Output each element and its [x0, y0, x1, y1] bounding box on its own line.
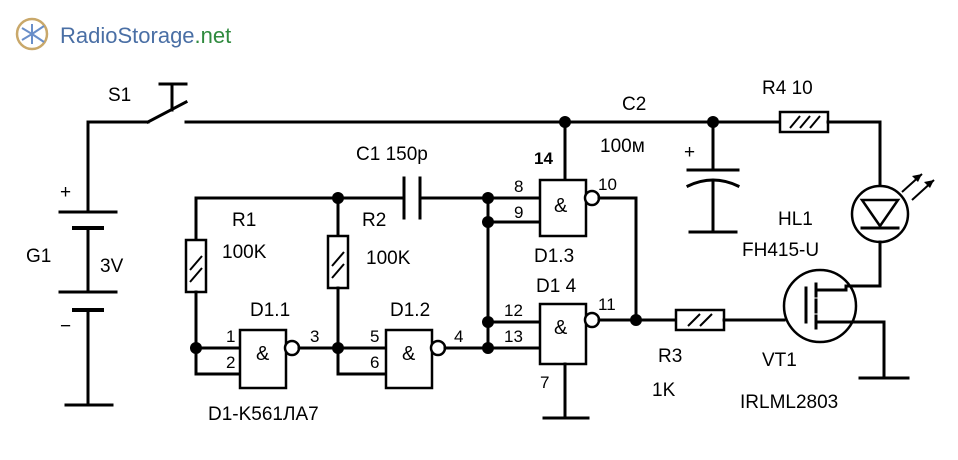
resistor-r4: [778, 110, 882, 194]
switch-s1: [86, 82, 212, 125]
gate-and-symbol: &: [402, 343, 416, 365]
gate-d1-4: [538, 302, 638, 420]
junction-dot: [482, 216, 494, 228]
gate-d1-3: [538, 120, 638, 322]
capacitor-c2: [685, 120, 741, 234]
c2-name-label: C2: [622, 94, 646, 115]
pin-4-label: 4: [454, 327, 463, 346]
battery-g1: [58, 120, 118, 407]
junction-dot: [332, 342, 344, 354]
d1-2-label: D1.2: [390, 300, 430, 321]
switch-label: S1: [108, 85, 131, 106]
mosfet-vt1: [782, 268, 910, 380]
gate-d1-2: [336, 328, 542, 390]
led-hl1: [850, 173, 935, 288]
d1-3-label: D1.3: [534, 246, 574, 267]
gate-and-symbol: &: [256, 343, 270, 365]
junction-dot: [482, 342, 494, 354]
junction-dot: [482, 316, 494, 328]
pin-11-label: 11: [598, 295, 616, 314]
c1-label: C1 150p: [356, 144, 428, 165]
gate-d1-1: [238, 328, 340, 390]
r2-value-label: 100K: [366, 248, 411, 269]
pin-6-label: 6: [370, 353, 379, 372]
gate-and-symbol: &: [554, 195, 568, 217]
pin-3-label: 3: [310, 327, 319, 346]
resistor-r1: [184, 196, 242, 376]
pin-2-label: 2: [226, 353, 235, 372]
d1-1-label: D1.1: [250, 300, 290, 321]
battery-value-label: 3V: [100, 256, 124, 277]
gate-and-symbol: &: [554, 317, 568, 339]
battery-plus-sign: +: [60, 182, 71, 203]
battery-minus-sign: −: [60, 316, 71, 337]
r1-name-label: R1: [232, 210, 256, 231]
c2-value-label: 100м: [600, 136, 645, 157]
pin-12-label: 12: [504, 301, 523, 320]
chip-label: D1-K561ЛА7: [208, 404, 319, 425]
pin-7-label: 7: [540, 373, 549, 392]
battery-name-label: G1: [26, 246, 51, 267]
pin-9-label: 9: [514, 203, 523, 222]
r3-name-label: R3: [658, 346, 682, 367]
vt1-name-label: VT1: [762, 350, 797, 371]
d1-4-label: D1 4: [536, 276, 577, 297]
radiostorage-logo: RadioStorage.net: [15, 17, 231, 51]
pin-5-label: 5: [370, 327, 379, 346]
hl1-part-label: FH415-U: [742, 240, 819, 261]
watermark-suffix: .net: [195, 23, 232, 48]
feedback-rail: [194, 176, 542, 220]
pin-14-label: 14: [534, 149, 553, 168]
r2-name-label: R2: [362, 210, 386, 231]
pin-8-label: 8: [514, 177, 523, 196]
vt1-part-label: IRLML2803: [740, 392, 838, 413]
pin-13-label: 13: [504, 327, 523, 346]
c2-plus-sign: +: [684, 142, 695, 163]
junction-dot: [190, 342, 202, 354]
r4-label: R4 10: [762, 78, 813, 99]
pin-10-label: 10: [598, 175, 617, 194]
resistor-r2: [326, 196, 350, 376]
pin-1-label: 1: [226, 327, 235, 346]
watermark-brand: RadioStorage: [60, 23, 195, 48]
svg-text:RadioStorage.net: RadioStorage.net: [60, 23, 231, 48]
r3-value-label: 1K: [652, 380, 676, 401]
hl1-name-label: HL1: [778, 209, 813, 230]
r1-value-label: 100K: [222, 242, 267, 263]
